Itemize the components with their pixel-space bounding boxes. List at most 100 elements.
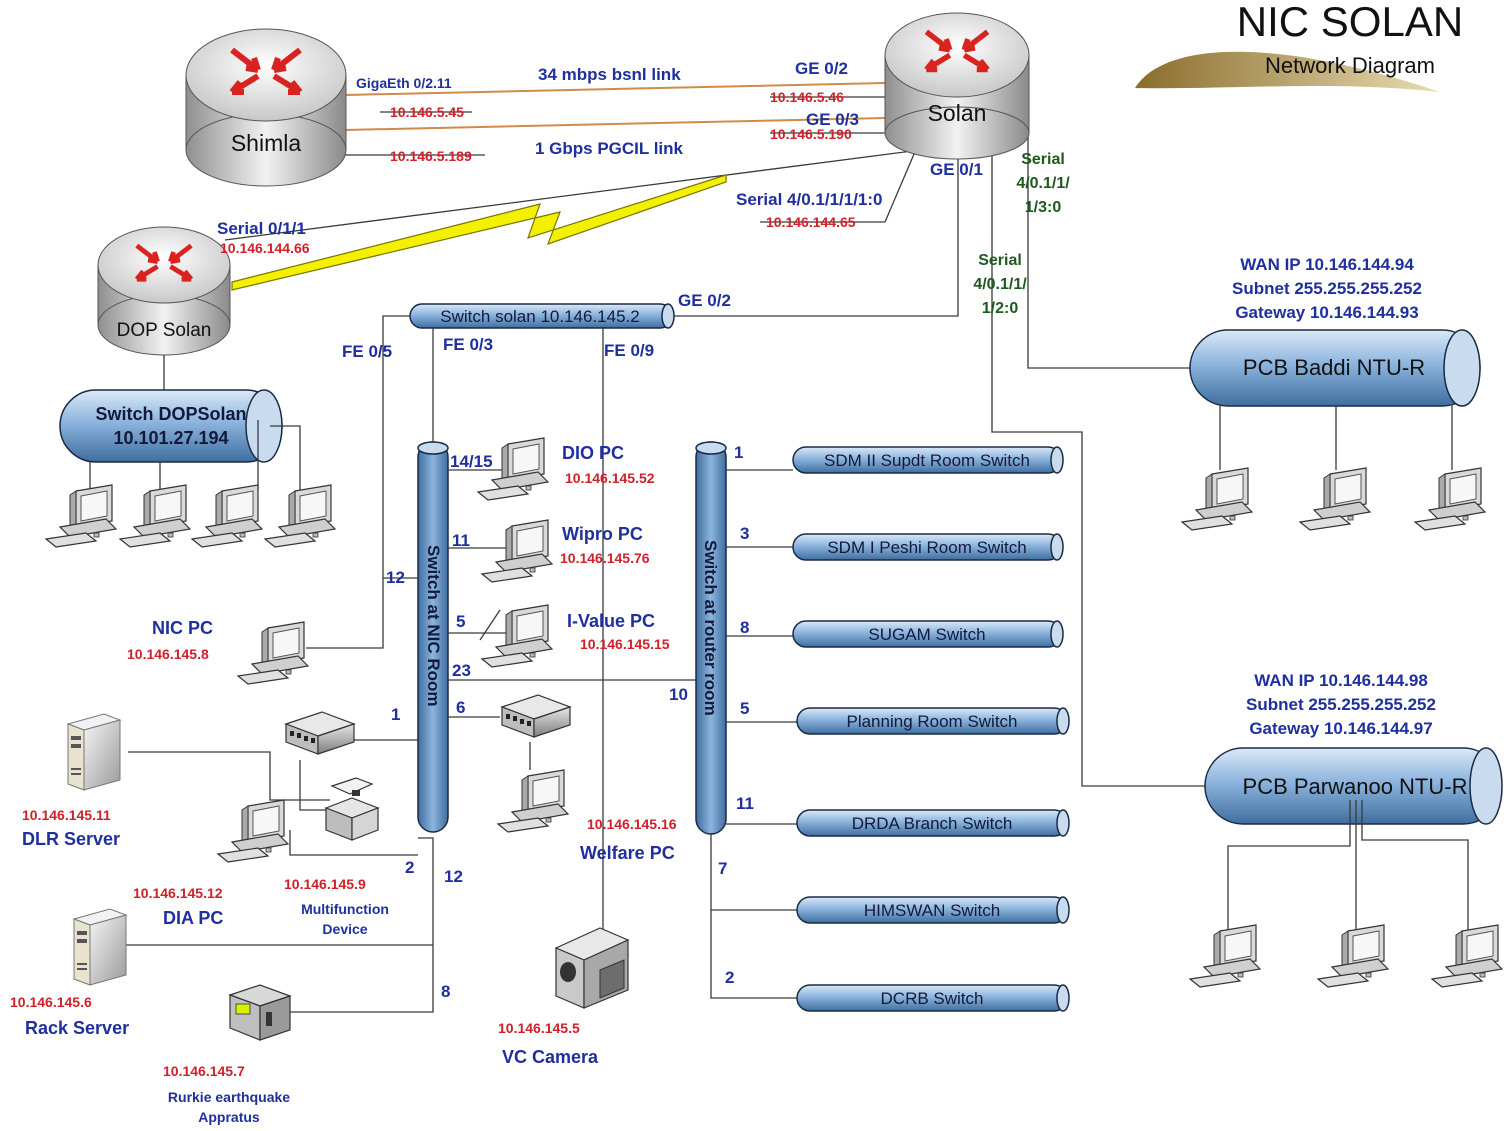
switch-solan-fe09: FE 0/9 — [604, 341, 654, 360]
room-switch-2-label: SDM I Peshi Room Switch — [827, 538, 1026, 557]
switch-solan-fe03: FE 0/3 — [443, 335, 493, 354]
parwanoo-name: PCB Parwanoo NTU-R — [1243, 774, 1468, 799]
dio-pc-ip: 10.146.145.52 — [565, 470, 655, 486]
router-dop-label: DOP Solan — [117, 320, 212, 341]
dio-pc-name: DIO PC — [562, 443, 624, 463]
ivalue-pc-name: I-Value PC — [567, 611, 655, 631]
router-solan-label: Solan — [928, 100, 987, 126]
rack-server-ip: 10.146.145.6 — [10, 994, 92, 1010]
nic-pc-ip: 10.146.145.8 — [127, 646, 209, 662]
port-8: 8 — [441, 982, 450, 1001]
room-switch-5-label: DRDA Branch Switch — [852, 814, 1013, 833]
baddi-subnet: Subnet 255.255.255.252 — [1232, 279, 1422, 298]
dia-pc-ip: 10.146.145.12 — [133, 885, 223, 901]
port-10: 10 — [669, 685, 688, 704]
solan-ge02: GE 0/2 — [795, 59, 848, 78]
room-switch-6 — [796, 896, 1070, 924]
port-11: 11 — [452, 531, 470, 550]
solan-ip2: 10.146.5.190 — [770, 126, 852, 142]
port-2: 2 — [405, 858, 414, 877]
baddi-pc-links — [1219, 404, 1453, 470]
nic-pc-name: NIC PC — [152, 618, 213, 638]
mfd-line1: Multifunction — [301, 901, 389, 917]
port-23: 23 — [452, 661, 471, 680]
rurkie-line2: Appratus — [198, 1109, 260, 1125]
router-port-8: 8 — [740, 618, 749, 637]
solan-ge03: GE 0/3 — [806, 110, 859, 129]
dlr-server-ip: 10.146.145.11 — [22, 807, 111, 823]
dlr-server-name: DLR Server — [22, 829, 120, 849]
port-5: 5 — [456, 612, 465, 631]
rurkie-line1: Rurkie earthquake — [168, 1089, 290, 1105]
room-switch-3 — [792, 620, 1064, 648]
port-14-15: 14/15 — [450, 452, 493, 471]
switch-solan-label: Switch solan 10.146.145.2 — [440, 307, 639, 326]
nic-links — [106, 315, 696, 1013]
baddi-name: PCB Baddi NTU-R — [1243, 355, 1425, 380]
parwanoo-subnet: Subnet 255.255.255.252 — [1246, 695, 1436, 714]
nic-pc-icon — [237, 621, 309, 685]
switch-dop-line1: Switch DOPSolan — [95, 404, 246, 424]
pgcil-link-label: 1 Gbps PGCIL link — [535, 139, 684, 158]
switch-dop-line2: 10.101.27.194 — [113, 428, 228, 448]
dop-pc-2 — [119, 484, 191, 548]
pcb-baddi-ntu — [1189, 329, 1481, 407]
shimla-ip2: 10.146.5.189 — [390, 148, 472, 164]
shimla-port-label: GigaEth 0/2.11 — [356, 75, 452, 91]
solan-serial-ip: 10.146.144.65 — [766, 214, 856, 230]
switch-solan-fe05: FE 0/5 — [342, 342, 392, 361]
room-switch-3-label: SUGAM Switch — [868, 625, 985, 644]
room-switch-1-label: SDM II Supdt Room Switch — [824, 451, 1030, 470]
switch-nic-label: Switch at NIC Room — [424, 545, 443, 707]
router-dop-solan — [97, 226, 231, 356]
dop-pc-links — [89, 420, 301, 490]
vc-camera-ip: 10.146.145.5 — [498, 1020, 580, 1036]
dia-pc-icon — [217, 799, 289, 863]
rurkie-ip: 10.146.145.7 — [163, 1063, 245, 1079]
router-port-5: 5 — [740, 699, 749, 718]
multifunction-device-icon — [324, 777, 380, 841]
router-shimla — [185, 28, 347, 187]
room-switch-7-label: DCRB Switch — [881, 989, 984, 1008]
dop-serial-ip: 10.146.144.66 — [220, 240, 310, 256]
ivalue-pc-ip: 10.146.145.15 — [580, 636, 670, 652]
router-port-2: 2 — [725, 968, 734, 987]
welfare-pc-ip: 10.146.145.16 — [587, 816, 677, 832]
pcb-parwanoo-ntu — [1204, 747, 1503, 825]
wipro-pc-name: Wipro PC — [562, 524, 643, 544]
serial-b-line3: 1/2:0 — [982, 300, 1019, 317]
rurkie-apparatus-icon — [228, 984, 292, 1041]
room-switch-6-label: HIMSWAN Switch — [864, 901, 1000, 920]
dop-pc-3 — [191, 484, 263, 548]
room-switch-5 — [796, 809, 1070, 837]
wipro-pc-icon — [481, 519, 553, 583]
dop-pc-4 — [264, 484, 336, 548]
serial-a-line3: 1/3:0 — [1025, 199, 1062, 216]
serial-b-line2: 4/0.1/1/ — [973, 276, 1027, 293]
dop-pc-1 — [45, 484, 117, 548]
room-switch-7 — [796, 984, 1070, 1012]
serial-a-line1: Serial — [1021, 151, 1065, 168]
router-shimla-label: Shimla — [231, 130, 302, 156]
parwanoo-pc-3 — [1431, 924, 1503, 988]
parwanoo-wan: WAN IP 10.146.144.98 — [1254, 671, 1428, 690]
header-title: NIC SOLAN — [1237, 0, 1463, 45]
solan-ip1: 10.146.5.46 — [770, 89, 844, 105]
router-solan — [884, 12, 1030, 160]
solan-serial-label: Serial 4/0.1/1/1/1:0 — [736, 190, 883, 209]
welfare-pc-icon — [497, 769, 569, 833]
port-12b: 12 — [444, 867, 463, 886]
bsnl-link-label: 34 mbps bsnl link — [538, 65, 681, 84]
router-port-3: 3 — [740, 524, 749, 543]
room-switch-4-label: Planning Room Switch — [846, 712, 1017, 731]
switch-solan-ge: GE 0/2 — [678, 291, 731, 310]
small-switch-1 — [285, 711, 355, 755]
header-subtitle: Network Diagram — [1265, 53, 1435, 78]
rack-server-icon — [73, 908, 127, 986]
logo-swoosh — [1135, 51, 1440, 92]
mfd-ip: 10.146.145.9 — [284, 876, 366, 892]
dop-serial-label: Serial 0/1/1 — [217, 219, 306, 238]
parwanoo-pc-links — [1227, 800, 1469, 930]
rack-server-name: Rack Server — [25, 1018, 129, 1038]
